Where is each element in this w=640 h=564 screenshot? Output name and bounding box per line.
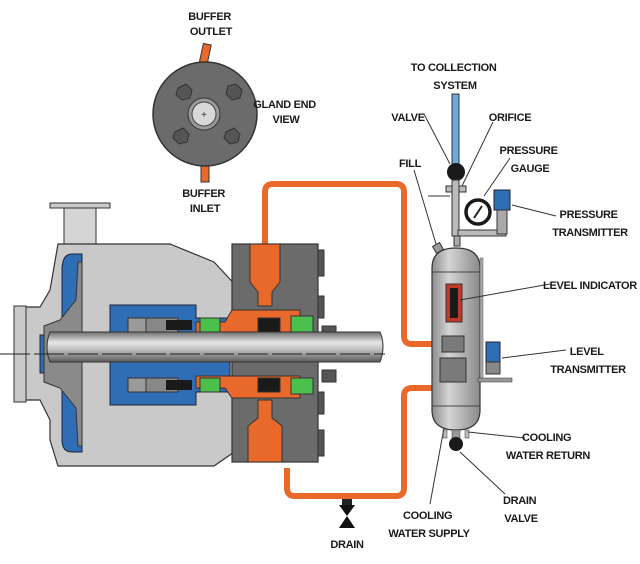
label-level-indicator: LEVEL INDICATOR bbox=[543, 280, 637, 292]
discharge-nozzle bbox=[63, 207, 97, 245]
seal-components bbox=[127, 315, 314, 395]
bolt-icon bbox=[172, 127, 190, 145]
label-cooling-water-supply: COOLING WATER SUPPLY bbox=[388, 510, 470, 540]
leader-pressure-gauge bbox=[483, 157, 511, 197]
svg-text:+: + bbox=[201, 110, 207, 121]
leader-cooling-water-supply bbox=[429, 427, 445, 505]
leader-fill bbox=[413, 169, 437, 245]
bolt-icon bbox=[175, 83, 193, 101]
pressure-transmitter bbox=[493, 189, 511, 211]
label-drain-valve: DRAIN VALVE bbox=[503, 495, 539, 525]
leader-drain-valve bbox=[459, 451, 506, 495]
label-cooling-water-return: COOLING WATER RETURN bbox=[506, 432, 591, 462]
label-buffer-inlet: BUFFER INLET bbox=[182, 188, 228, 215]
label-fill: FILL bbox=[399, 158, 422, 170]
drain-valve-bottom bbox=[339, 499, 355, 528]
label-pressure-transmitter: PRESSURE TRANSMITTER bbox=[552, 209, 628, 239]
outboard-seal-face bbox=[290, 377, 314, 395]
label-gland-end-view: GLAND END VIEW bbox=[253, 99, 318, 126]
collection-system-pipe bbox=[451, 93, 460, 169]
leader-orifice bbox=[461, 121, 494, 187]
level-transmitter bbox=[485, 341, 501, 363]
label-orifice: ORIFICE bbox=[489, 112, 532, 124]
leader-level-transmitter bbox=[501, 349, 567, 359]
valve-handwheel-icon bbox=[447, 163, 465, 181]
reservoir-window bbox=[439, 357, 467, 383]
pump-shaft bbox=[46, 331, 384, 363]
shaft-end bbox=[191, 101, 217, 127]
bolt-icon bbox=[223, 127, 241, 145]
bolt-icon bbox=[225, 83, 243, 101]
label-drain: DRAIN bbox=[330, 539, 364, 551]
inboard-seal-face bbox=[199, 377, 221, 393]
buffer-inlet-chamber bbox=[247, 399, 283, 463]
buffer-return-pipe bbox=[284, 385, 432, 499]
label-buffer-outlet: BUFFER OUTLET bbox=[188, 11, 234, 38]
leader-valve bbox=[423, 113, 451, 165]
leader-level-indicator bbox=[459, 283, 551, 301]
outboard-seal-face bbox=[290, 315, 314, 333]
leader-pressure-transmitter bbox=[511, 204, 557, 217]
buffer-reservoir bbox=[431, 235, 513, 451]
leader-cooling-water-return bbox=[467, 431, 526, 439]
drain-valve-handwheel-icon bbox=[449, 437, 463, 451]
label-valve: VALVE bbox=[391, 112, 425, 124]
label-pressure-gauge: PRESSURE GAUGE bbox=[500, 145, 561, 175]
buffer-outlet-chamber bbox=[249, 243, 281, 307]
reservoir-window bbox=[441, 335, 465, 353]
label-level-transmitter: LEVEL TRANSMITTER bbox=[550, 346, 626, 376]
label-to-collection-system: TO COLLECTION SYSTEM bbox=[411, 62, 500, 92]
inboard-seal-face bbox=[199, 317, 221, 333]
buffer-outlet-pipe bbox=[262, 181, 432, 347]
gland-end-view: + bbox=[152, 42, 258, 183]
